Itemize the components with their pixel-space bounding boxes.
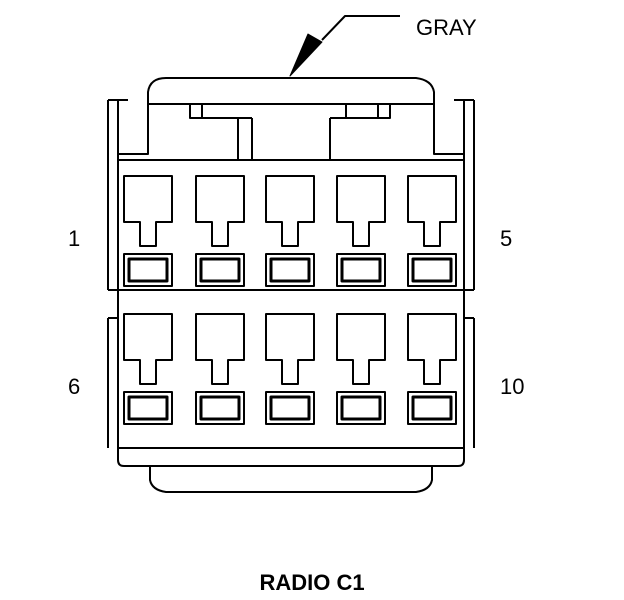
pin-cavity-1 (123, 175, 173, 287)
pin-cavity-8 (265, 313, 315, 425)
pin-cavity-2 (195, 175, 245, 287)
pin-cavity-7 (195, 313, 245, 425)
wire-color-label: GRAY (416, 15, 477, 40)
lock-tab (147, 77, 435, 105)
pin-cavity-9 (336, 313, 386, 425)
color-leader (289, 15, 400, 77)
pin-label-1: 1 (68, 226, 81, 251)
pin-cavity-5 (407, 175, 457, 287)
pin-cavities (123, 175, 457, 425)
pin-label-10: 10 (500, 374, 525, 399)
polarization-key (117, 103, 465, 161)
pin-label-6: 6 (68, 374, 81, 399)
connector-housing (107, 99, 475, 493)
pin-cavity-6 (123, 313, 173, 425)
pin-cavity-4 (336, 175, 386, 287)
pin-cavity-3 (265, 175, 315, 287)
connector-title: RADIO C1 (259, 570, 365, 595)
pin-cavity-10 (407, 313, 457, 425)
pin-label-5: 5 (500, 226, 513, 251)
